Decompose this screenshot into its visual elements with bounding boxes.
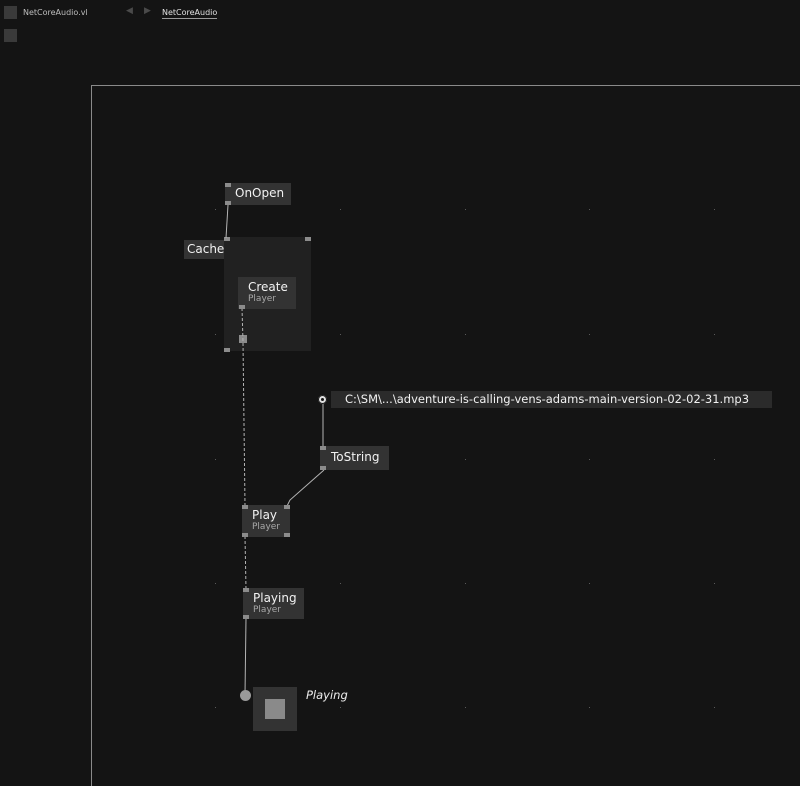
- play-node[interactable]: Play Player: [242, 505, 290, 537]
- create-node[interactable]: Create Player: [238, 277, 296, 309]
- grid-dot: [340, 334, 341, 335]
- grid-dot: [465, 583, 466, 584]
- grid-dot: [215, 209, 216, 210]
- grid-dot: [465, 209, 466, 210]
- patch-options-button[interactable]: [4, 29, 17, 42]
- grid-dot: [589, 334, 590, 335]
- grid-dot: [714, 707, 715, 708]
- play-input-pin-player[interactable]: [242, 505, 248, 509]
- tostring-title: ToString: [331, 450, 380, 464]
- toggle-indicator: [265, 699, 285, 719]
- onopen-title: OnOpen: [235, 186, 285, 200]
- cache-region-corner-pin[interactable]: [224, 237, 230, 241]
- grid-dot: [589, 459, 590, 460]
- arrow-left-icon[interactable]: ◀: [126, 6, 133, 16]
- grid-dot: [589, 707, 590, 708]
- grid-dot: [215, 459, 216, 460]
- patch-canvas[interactable]: [91, 85, 800, 786]
- grid-dot: [340, 707, 341, 708]
- breadcrumb[interactable]: NetCoreAudio: [162, 8, 218, 19]
- play-title: Play: [252, 508, 278, 522]
- play-category: Player: [252, 522, 281, 532]
- play-output-pin[interactable]: [242, 533, 248, 537]
- arrow-right-icon[interactable]: ▶: [144, 6, 151, 16]
- file-path-iobox[interactable]: C:\SM\...\adventure-is-calling-vens-adam…: [331, 391, 772, 408]
- grid-dot: [465, 707, 466, 708]
- grid-dot: [215, 707, 216, 708]
- create-category: Player: [248, 294, 277, 304]
- onopen-output-pin[interactable]: [225, 201, 231, 205]
- playing-toggle[interactable]: [253, 687, 297, 731]
- onopen-input-pin[interactable]: [225, 183, 231, 187]
- cache-region-corner-pin[interactable]: [305, 237, 311, 241]
- create-output-pin[interactable]: [239, 305, 245, 309]
- grid-dot: [340, 583, 341, 584]
- play-output-pin-2[interactable]: [284, 533, 290, 537]
- grid-dot: [215, 334, 216, 335]
- path-pin-dot: [321, 398, 324, 401]
- cache-title: Cache: [187, 242, 225, 256]
- grid-dot: [465, 334, 466, 335]
- document-tab[interactable]: NetCoreAudio.vl: [23, 8, 88, 17]
- grid-dot: [714, 334, 715, 335]
- playing-category: Player: [253, 605, 282, 615]
- onopen-node[interactable]: OnOpen: [225, 183, 291, 205]
- tostring-input-pin[interactable]: [320, 446, 326, 450]
- grid-dot: [215, 583, 216, 584]
- tostring-output-pin[interactable]: [320, 466, 326, 470]
- grid-dot: [589, 583, 590, 584]
- create-title: Create: [248, 280, 288, 294]
- cache-region-label[interactable]: Cache: [184, 240, 224, 259]
- grid-dot: [465, 459, 466, 460]
- grid-dot: [714, 583, 715, 584]
- playing-node[interactable]: Playing Player: [243, 588, 304, 619]
- playing-input-pin[interactable]: [243, 588, 249, 592]
- output-input-pin[interactable]: [240, 690, 251, 701]
- cache-region-corner-pin[interactable]: [224, 348, 230, 352]
- app-menu-button[interactable]: [4, 6, 17, 19]
- output-label: Playing: [306, 688, 348, 702]
- cache-border-control[interactable]: [239, 335, 247, 343]
- grid-dot: [340, 209, 341, 210]
- grid-dot: [714, 209, 715, 210]
- grid-dot: [714, 459, 715, 460]
- play-input-pin-file[interactable]: [284, 505, 290, 509]
- tostring-node[interactable]: ToString: [320, 446, 389, 470]
- playing-output-pin[interactable]: [243, 615, 249, 619]
- grid-dot: [589, 209, 590, 210]
- playing-title: Playing: [253, 591, 297, 605]
